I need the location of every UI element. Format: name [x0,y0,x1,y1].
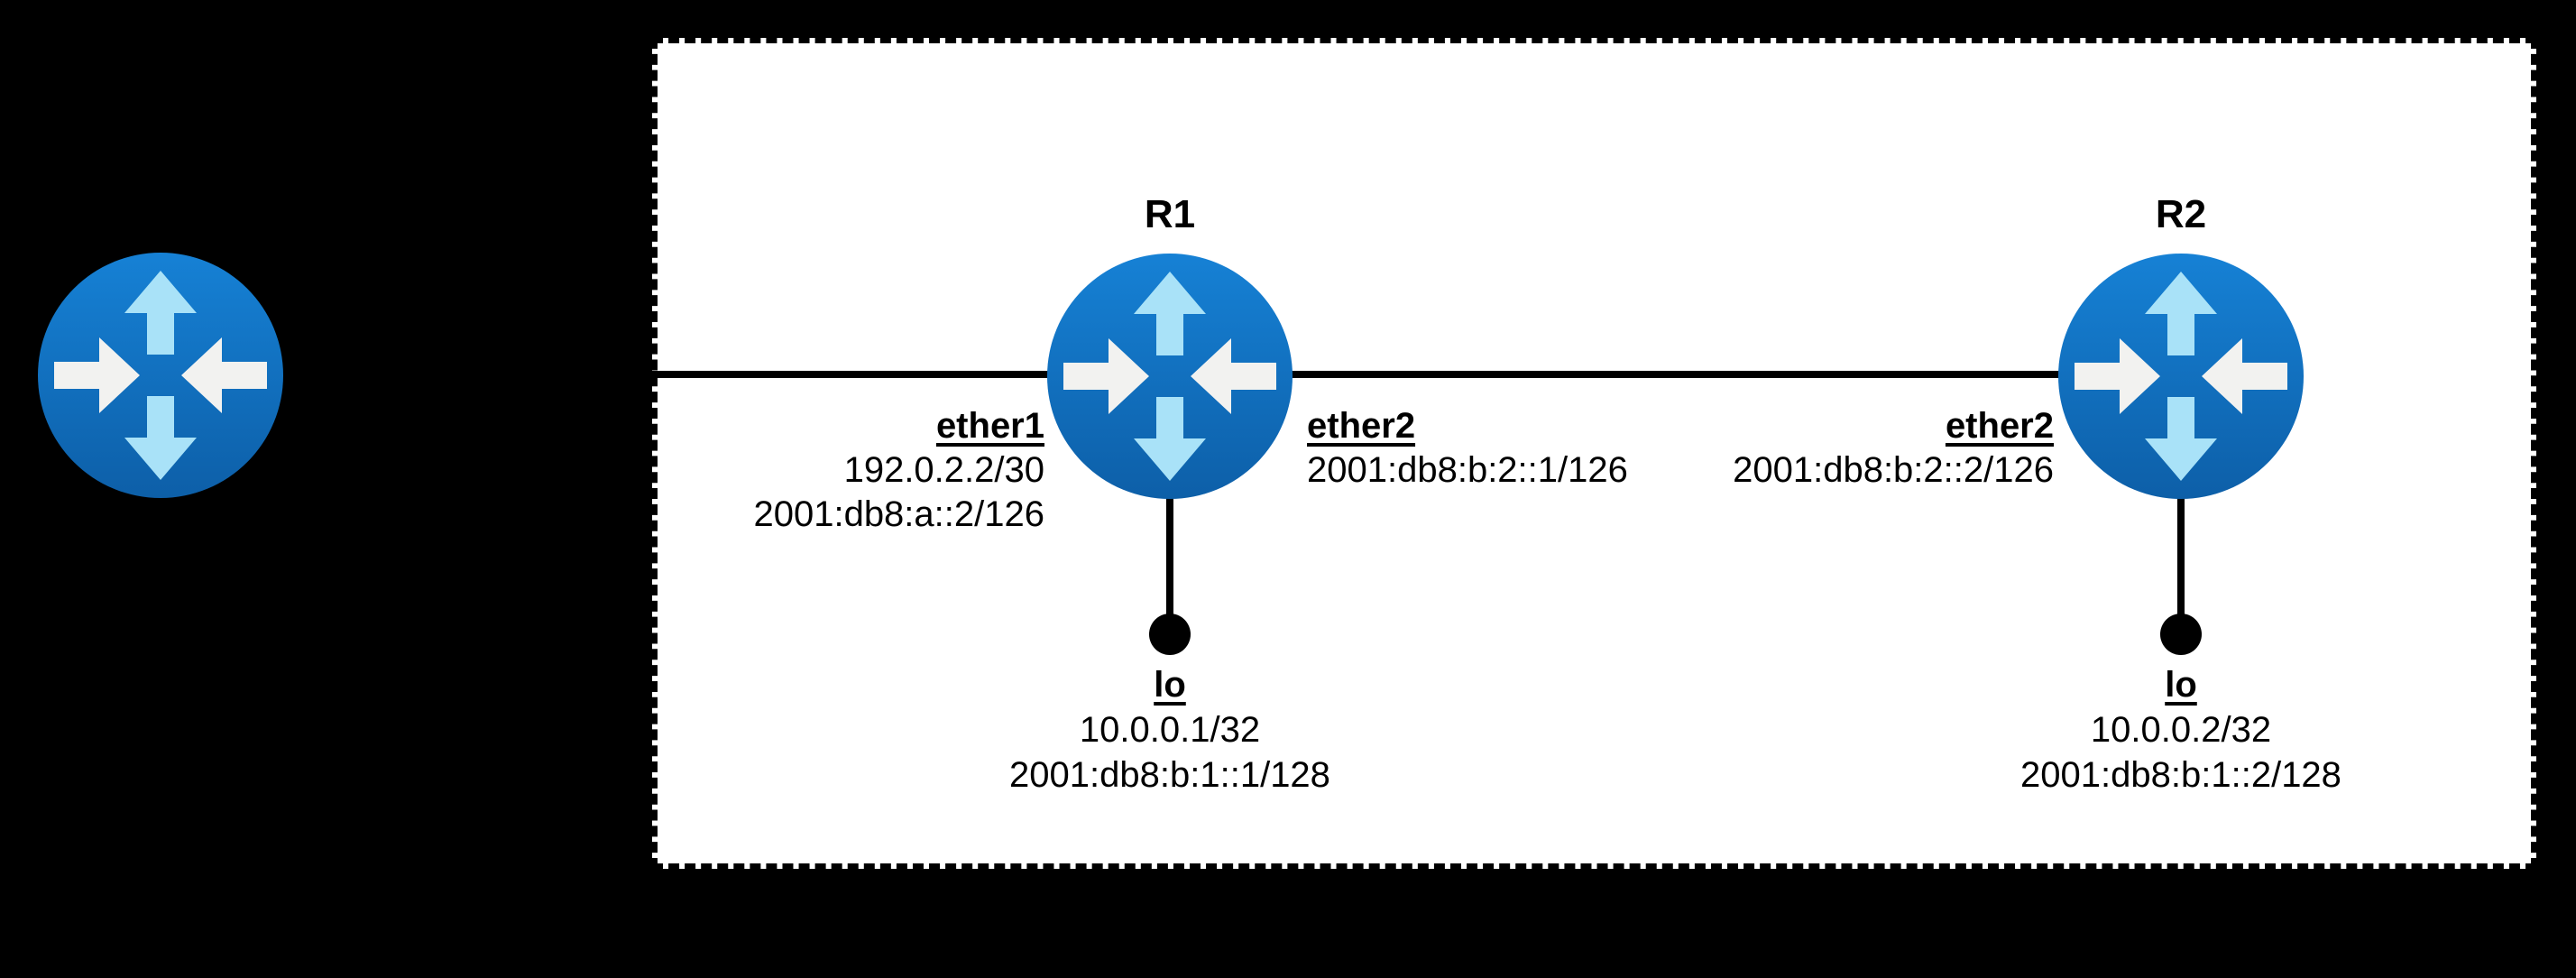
r1-loopback-dot [1149,614,1191,655]
r2-loopback-line [2177,377,2185,637]
r1-ether2-name: ether2 [1307,406,1416,446]
right-pointing-arrow-icon [1063,338,1149,414]
router-glyph [1047,254,1293,499]
r2-label: R2 [2155,192,2207,236]
r1-lo-block: lo 10.0.0.1/32 2001:db8:b:1::1/128 [944,662,1395,798]
r2-lo-block: lo 10.0.0.2/32 2001:db8:b:1::2/128 [1955,662,2406,798]
r1-ether1-block: ether1 192.0.2.2/30 2001:db8:a::2/126 [684,404,1044,537]
up-arrow-icon [2145,272,2217,355]
r1-router-icon [1047,254,1293,499]
r2-loopback-dot [2160,614,2202,655]
left-pointing-arrow-icon [2202,338,2287,414]
router-glyph [38,253,283,498]
right-pointing-arrow-icon [54,337,140,413]
router-glyph [2058,254,2304,499]
up-arrow-icon [1134,272,1206,355]
r2-ether2-name: ether2 [1945,406,2054,446]
r2-ether2-ipv6: 2001:db8:b:2::2/126 [1733,450,2054,490]
right-pointing-arrow-icon [2075,338,2160,414]
router-body [1047,254,1293,499]
down-arrow-icon [1134,397,1206,481]
left-pointing-arrow-icon [181,337,267,413]
down-arrow-icon [2145,397,2217,481]
down-arrow-icon [124,396,197,480]
link-line-ether [652,371,2181,378]
r1-loopback-line [1166,377,1173,637]
r1-lo-ipv4: 10.0.0.1/32 [1079,710,1261,750]
r1-label: R1 [1144,192,1196,236]
r2-lo-ipv6: 2001:db8:b:1::2/128 [2020,755,2341,795]
router-body [38,253,283,498]
r1-ether1-ipv6: 2001:db8:a::2/126 [753,494,1044,534]
r1-ether2-block: ether2 2001:db8:b:2::1/126 [1307,404,1776,493]
up-arrow-icon [124,271,197,355]
r1-lo-name: lo [1154,665,1186,705]
r1-ether2-ipv6: 2001:db8:b:2::1/126 [1307,450,1628,490]
r2-ether2-block: ether2 2001:db8:b:2::2/126 [1693,404,2054,493]
r1-ether1-ipv4: 192.0.2.2/30 [843,450,1044,490]
r2-lo-ipv4: 10.0.0.2/32 [2090,710,2272,750]
external-router-icon [38,253,283,498]
router-body [2058,254,2304,499]
r2-lo-name: lo [2165,665,2197,705]
left-pointing-arrow-icon [1191,338,1276,414]
r1-ether1-name: ether1 [935,406,1044,446]
r2-router-icon [2058,254,2304,499]
r1-lo-ipv6: 2001:db8:b:1::1/128 [1009,755,1330,795]
